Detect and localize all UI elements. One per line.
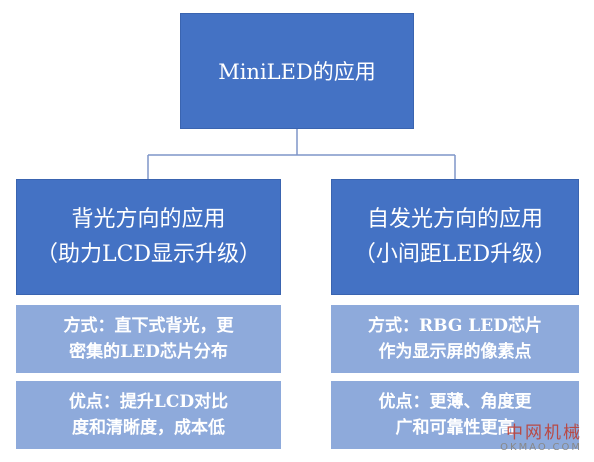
self-emissive-method-line2: 作为显示屏的像素点 <box>378 342 532 362</box>
backlight-subtitle: （助力LCD显示升级） <box>35 242 262 267</box>
backlight-method-box: 方式：直下式背光，更 密集的LED芯片分布 <box>16 305 281 373</box>
root-label: MiniLED的应用 <box>218 60 376 84</box>
backlight-advantage-line2: 度和清晰度，成本低 <box>72 418 225 438</box>
watermark: 中网机械 OKMAO.COM <box>500 425 582 454</box>
backlight-title: 背光方向的应用 <box>71 206 226 232</box>
self-emissive-subtitle: （小间距LED升级） <box>353 242 557 267</box>
self-emissive-advantage-line2: 广和可靠性更高 <box>395 418 515 438</box>
backlight-advantage-box: 优点：提升LCD对比 度和清晰度，成本低 <box>16 381 281 449</box>
self-emissive-advantage-line1: 优点：更薄、角度更 <box>378 391 532 412</box>
self-emissive-method-line1: 方式：RBG LED芯片 <box>368 315 542 336</box>
backlight-method-line1: 方式：直下式背光，更 <box>63 315 234 336</box>
self-emissive-title: 自发光方向的应用 <box>366 206 543 232</box>
root-node: MiniLED的应用 <box>180 13 414 129</box>
backlight-node: 背光方向的应用 （助力LCD显示升级） <box>16 179 281 295</box>
backlight-advantage-line1: 优点：提升LCD对比 <box>68 391 229 412</box>
watermark-en: OKMAO.COM <box>500 442 582 453</box>
backlight-method-line2: 密集的LED芯片分布 <box>69 342 228 362</box>
self-emissive-node: 自发光方向的应用 （小间距LED升级） <box>331 179 579 295</box>
self-emissive-advantage-box: 优点：更薄、角度更 广和可靠性更高 <box>331 381 579 449</box>
watermark-cn: 中网机械 <box>506 423 582 443</box>
self-emissive-method-box: 方式：RBG LED芯片 作为显示屏的像素点 <box>331 305 579 373</box>
